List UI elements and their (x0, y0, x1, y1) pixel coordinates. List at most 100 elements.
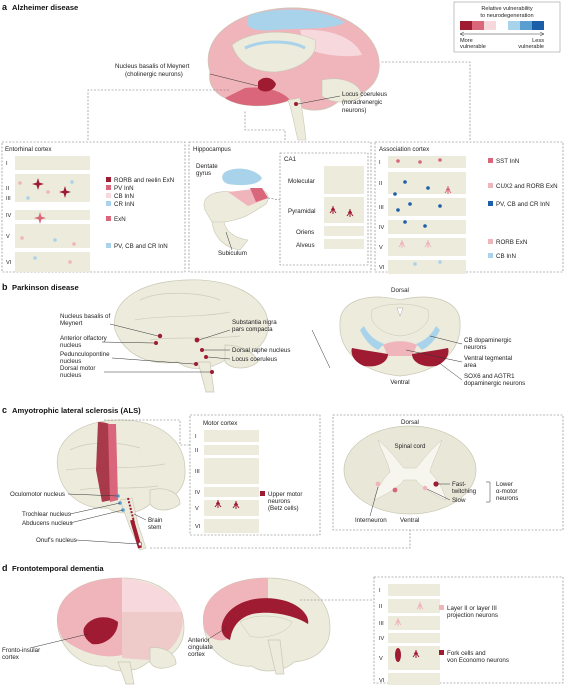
assoc-dot-1 (396, 159, 400, 163)
trochlear-label: Trochlear nucleus (22, 511, 71, 518)
ftd-layer-1 (388, 584, 440, 596)
spinal-cord-label: Spinal cord (395, 443, 427, 450)
spinal-interneuron-dot-2 (392, 487, 398, 493)
association-layer-5 (388, 238, 466, 256)
assoc-legend-cb-swatch (488, 253, 493, 258)
gyrus-label: gyrus (196, 170, 211, 177)
locus-coeruleus-dot (294, 102, 298, 106)
ftd-legend-swatch-1 (439, 605, 444, 610)
onuf-label: Onuf's nucleus (36, 537, 77, 544)
motor-layer-6 (204, 519, 259, 533)
panel-c-letter: c (2, 405, 7, 415)
association-layer-6 (388, 260, 466, 274)
pd-left-label-7: Dorsal motor (60, 365, 95, 372)
motor-layer-label-6: VI (195, 524, 201, 530)
spinal-interneuron-dot (375, 481, 381, 487)
fronto-insular-label: Fronto-insular (2, 647, 40, 654)
motor-layer-5 (204, 500, 259, 516)
ent-dot-1 (18, 181, 22, 185)
entorhinal-layer-label-5: V (6, 234, 10, 240)
mb-sox6-label: SOX6 and AGTR1 (464, 373, 515, 380)
ftd-layer-label-5: V (379, 656, 383, 662)
ent-legend-pvcbcr-swatch (106, 243, 111, 248)
spinal-fast-dot (433, 481, 439, 487)
ca1-alveus: Alveus (296, 242, 315, 249)
ca1-molecular: Molecular (288, 178, 315, 185)
association-layer-3 (388, 198, 466, 216)
panel-c-title: Amyotrophic lateral sclerosis (ALS) (12, 406, 141, 415)
ftd-layer-label-1: I (379, 588, 381, 594)
assoc-legend-sst: SST InN (496, 158, 519, 165)
ent-legend-rorb-swatch (106, 177, 111, 182)
legend-more: More (460, 38, 473, 44)
pd-right-label-4: Locus coeruleus (232, 356, 277, 363)
motor-layer-label-1: I (195, 434, 197, 440)
brainstem-label: Brain (148, 517, 163, 524)
abducens-label: Abducens nucleus (22, 520, 73, 527)
motor-legend-1: Upper motor (268, 491, 302, 498)
pd-left-label-4: nucleus (60, 342, 81, 349)
assoc-dot-7 (408, 202, 412, 206)
panel-b-title: Parkinson disease (12, 283, 79, 292)
legend-swatch-4 (496, 21, 508, 30)
ca1-oriens: Oriens (296, 229, 314, 236)
legend-swatch-7 (532, 21, 544, 30)
entorhinal-layer-4 (15, 210, 90, 220)
assoc-legend-rorb: RORB ExN (496, 239, 527, 246)
motor-layer-label-5: V (195, 506, 199, 512)
spinal-slow-dot (422, 485, 428, 491)
ent-legend-cr-swatch (106, 201, 111, 206)
midbrain-ventral: Ventral (390, 379, 409, 386)
mb-vta-label-2: area (464, 362, 477, 369)
ftd-layer-label-4: IV (379, 636, 385, 642)
legend-title-line1: Relative vulnerability (481, 6, 533, 12)
entorhinal-layer-label-6: VI (6, 260, 12, 266)
hippocampus-title: Hippocampus (193, 146, 231, 153)
acc-label: Anterior (188, 637, 210, 644)
ca1-title: CA1 (284, 156, 297, 163)
midbrain-dorsal: Dorsal (391, 287, 409, 294)
assoc-dot-11 (403, 220, 407, 224)
association-layer-label-1: I (379, 160, 381, 166)
ent-legend-cb-swatch (106, 193, 111, 198)
entorhinal-layer-label-4: IV (6, 213, 12, 219)
legend-more-2: vulnerable (460, 44, 486, 50)
entorhinal-layer-label-2: II (6, 186, 10, 192)
pd-pedunculo-dot (194, 362, 198, 366)
legend-swatch-3 (484, 21, 496, 30)
panel-d: d Frontotemporal dementia Fronto-insular… (2, 563, 564, 685)
pd-right-label-2: pars compacta (232, 326, 273, 333)
ent-dot-9 (68, 260, 72, 264)
assoc-legend-cb: CB InN (496, 253, 516, 260)
entorhinal-layer-label-3: III (6, 196, 11, 202)
coeruleus-label: Locus coeruleus (342, 91, 387, 98)
ftd-layer-2 (388, 599, 440, 613)
assoc-dot-3 (438, 158, 442, 162)
pd-left-label-3: Anterior olfactory (60, 335, 108, 342)
spinal-fast-label: Fast- (452, 481, 466, 488)
ent-dot-8 (33, 256, 37, 260)
midbrain-section: Dorsal Ventral (339, 287, 461, 386)
pd-left-label-5: Pedunculopontine (60, 351, 110, 358)
ent-dot-4 (26, 196, 30, 200)
ent-legend-pv: PV InN (114, 185, 134, 192)
assoc-legend-rorb-swatch (488, 239, 493, 244)
motor-layer-1 (204, 430, 259, 442)
assoc-legend-pv: PV, CB and CR InN (496, 201, 550, 208)
ca1-pyramidal: Pyramidal (288, 208, 316, 215)
panel-d-letter: d (2, 563, 8, 573)
subiculum-label: Subiculum (218, 250, 247, 257)
ftd-layer-label-3: III (379, 621, 384, 627)
association-layer-label-4: IV (379, 225, 385, 231)
entorhinal-layer-6 (15, 252, 90, 272)
ftd-layer-4 (388, 633, 440, 643)
spinal-alpha-label: α-motor (496, 488, 517, 495)
spinal-cord-box: Dorsal Spinal cord Interneuron Ventral F… (332, 414, 564, 531)
panel-a-letter: a (2, 2, 8, 12)
mb-cb-label: CB dopaminergic (464, 337, 511, 344)
ftd-fork-cell (395, 648, 401, 662)
legend-swatch-5 (508, 21, 520, 30)
panel-a: a Alzheimer disease Relative vulnerabili… (1, 1, 564, 274)
